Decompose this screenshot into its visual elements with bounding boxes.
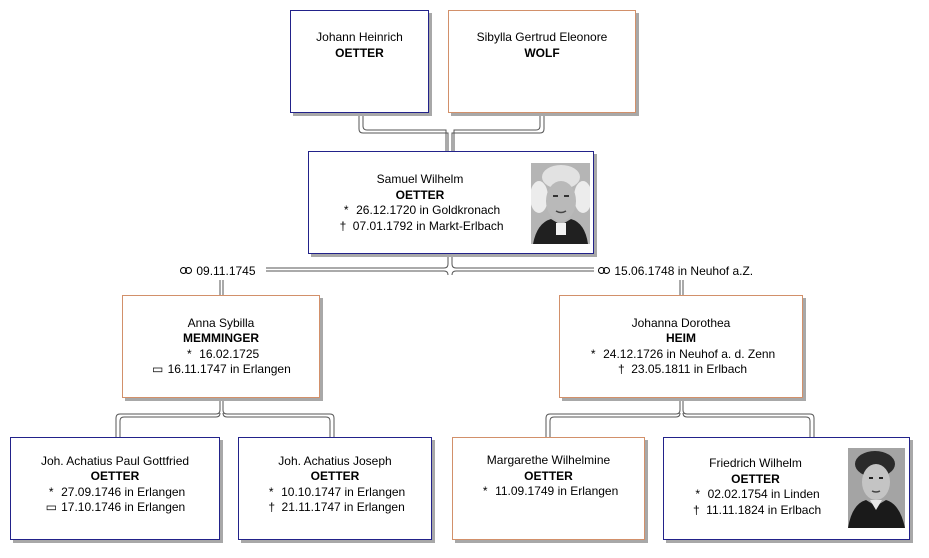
death-line: † 11.11.1824 in Erlbach (664, 503, 847, 519)
birth-line: * 10.10.1747 in Erlangen (265, 485, 405, 501)
surname: OETTER (335, 45, 384, 60)
given-name: Johanna Dorothea (631, 315, 731, 330)
given-name: Friedrich Wilhelm (709, 456, 802, 470)
grave-icon: ▭ (45, 500, 57, 514)
surname: WOLF (524, 45, 560, 60)
asterisk-icon: * (268, 484, 274, 499)
person-box-child-1[interactable]: Joh. Achatius Paul Gottfried OETTER * 27… (10, 437, 220, 540)
rings-icon (597, 264, 611, 278)
person-text: Anna Sybilla MEMMINGER * 16.02.1725 ▭ 16… (151, 316, 291, 378)
given-name: Samuel Wilhelm (376, 172, 464, 186)
person-text: Friedrich Wilhelm OETTER * 02.02.1754 in… (664, 456, 847, 518)
dagger-icon: † (618, 362, 625, 376)
person-box-child-2[interactable]: Joh. Achatius Joseph OETTER * 10.10.1747… (238, 437, 432, 540)
portrait-photo (848, 448, 905, 528)
person-text: Samuel Wilhelm OETTER * 26.12.1720 in Go… (309, 172, 531, 234)
death-line: † 23.05.1811 in Erlbach (587, 362, 775, 378)
marriage-date: 09.11.1745 (196, 264, 256, 278)
asterisk-icon: * (343, 203, 349, 217)
person-text: Joh. Achatius Paul Gottfried OETTER * 27… (41, 454, 189, 516)
asterisk-icon: * (695, 487, 701, 501)
given-name: Sibylla Gertrud Eleonore (476, 30, 608, 44)
person-box-child-3[interactable]: Margarethe Wilhelmine OETTER * 11.09.174… (452, 437, 645, 540)
given-name: Margarethe Wilhelmine (486, 453, 611, 468)
marriage-label-1: 09.11.1745 (176, 264, 259, 278)
birth-line: * 02.02.1754 in Linden (664, 487, 847, 503)
asterisk-icon: * (590, 346, 596, 361)
person-box-main[interactable]: Samuel Wilhelm OETTER * 26.12.1720 in Go… (308, 151, 594, 254)
grave-icon: ▭ (152, 362, 164, 376)
surname: OETTER (395, 187, 445, 202)
person-text: Johann Heinrich OETTER (316, 30, 403, 61)
burial-line: ▭ 17.10.1746 in Erlangen (45, 500, 186, 514)
surname: MEMMINGER (183, 331, 259, 345)
portrait-photo (531, 163, 590, 244)
given-name: Anna Sybilla (187, 315, 255, 330)
person-text: Joh. Achatius Joseph OETTER * 10.10.1747… (265, 454, 405, 516)
surname: HEIM (665, 331, 696, 345)
death-line: † 07.01.1792 in Markt-Erlbach (309, 219, 531, 235)
dagger-icon: † (339, 218, 347, 233)
asterisk-icon: * (48, 484, 54, 499)
person-box-father[interactable]: Johann Heinrich OETTER (290, 10, 429, 113)
surname: OETTER (731, 471, 780, 486)
person-box-child-4[interactable]: Friedrich Wilhelm OETTER * 02.02.1754 in… (663, 437, 910, 540)
surname: OETTER (90, 469, 140, 483)
person-text: Margarethe Wilhelmine OETTER * 11.09.174… (479, 453, 618, 500)
surname: OETTER (524, 468, 573, 483)
person-text: Sibylla Gertrud Eleonore WOLF (477, 30, 608, 61)
asterisk-icon: * (482, 484, 488, 499)
birth-line: * 16.02.1725 (151, 347, 291, 363)
marriage-date: 15.06.1748 in Neuhof a.Z. (614, 264, 754, 278)
given-name: Joh. Achatius Paul Gottfried (40, 453, 190, 468)
birth-line: * 27.09.1746 in Erlangen (41, 485, 189, 501)
given-name: Joh. Achatius Joseph (278, 453, 392, 468)
surname: OETTER (310, 469, 360, 483)
asterisk-icon: * (186, 346, 192, 361)
birth-line: * 26.12.1720 in Goldkronach (309, 203, 531, 219)
person-box-mother[interactable]: Sibylla Gertrud Eleonore WOLF (448, 10, 636, 113)
marriage-label-2: 15.06.1748 in Neuhof a.Z. (594, 264, 757, 278)
rings-icon (179, 264, 193, 278)
dagger-icon: † (692, 502, 700, 517)
birth-line: * 24.12.1726 in Neuhof a. d. Zenn (587, 347, 775, 363)
dagger-icon: † (268, 500, 276, 514)
burial-line: ▭ 16.11.1747 in Erlangen (152, 362, 291, 376)
person-box-spouse-2[interactable]: Johanna Dorothea HEIM * 24.12.1726 in Ne… (559, 295, 803, 398)
birth-line: * 11.09.1749 in Erlangen (479, 484, 618, 500)
person-text: Johanna Dorothea HEIM * 24.12.1726 in Ne… (587, 316, 775, 378)
death-line: † 21.11.1747 in Erlangen (265, 500, 405, 516)
given-name: Johann Heinrich (316, 30, 403, 44)
person-box-spouse-1[interactable]: Anna Sybilla MEMMINGER * 16.02.1725 ▭ 16… (122, 295, 320, 398)
